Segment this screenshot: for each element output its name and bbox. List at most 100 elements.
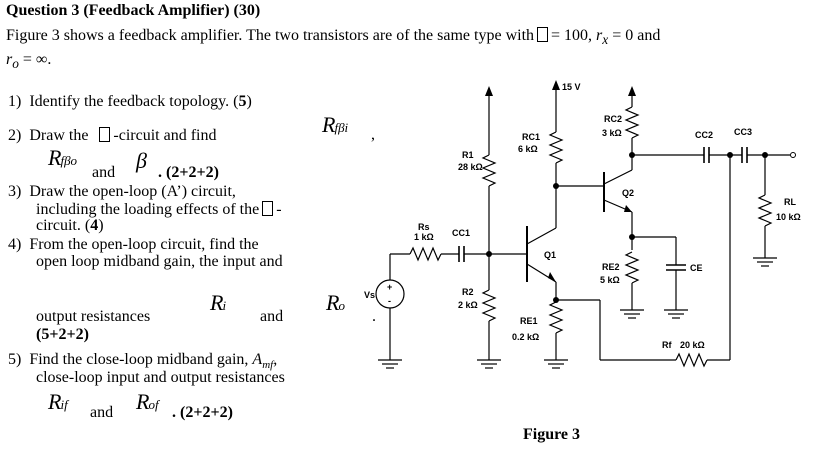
item-points: 5 [238, 93, 247, 110]
ro-out-symbol: Ro [326, 290, 345, 316]
item-2: 2) Draw the -circuit and find [8, 127, 217, 144]
r1-name: R1 [462, 150, 474, 160]
r-letter: R [326, 290, 339, 315]
r2-resistor [481, 289, 497, 322]
r-sub: fβo [60, 153, 78, 168]
r-sub: of [148, 397, 159, 412]
r2-name: R2 [462, 287, 474, 297]
node-dot [486, 251, 492, 257]
q1-label: Q1 [544, 250, 556, 260]
rx-symbol: r [596, 27, 603, 44]
vs-minus: - [388, 296, 391, 306]
node-dot [553, 297, 559, 303]
rs-name: Rs [418, 222, 430, 232]
rx-value: = 0 and [612, 27, 661, 44]
item-number: 2) [8, 127, 22, 144]
q1-collector-lead [526, 227, 557, 245]
item-points: . (2+2+2) [172, 404, 233, 421]
r-letter: R [48, 145, 61, 170]
intro-text-a: Figure 3 shows a feedback amplifier. The… [6, 27, 535, 44]
node-dot [762, 152, 768, 158]
item-4-line1: 4) From the open-loop circuit, find the [8, 237, 259, 253]
item-text-end: ) [246, 93, 252, 110]
intro-text-b: = 100, [551, 27, 593, 44]
rf-resistor [675, 352, 708, 368]
beta-placeholder-glyph [262, 201, 274, 216]
ground-symbols [378, 257, 777, 369]
ro-value: = ∞. [22, 51, 52, 69]
output-terminal [790, 152, 796, 158]
question-intro: Figure 3 shows a feedback amplifier. The… [6, 26, 821, 74]
vcc-arrow [552, 80, 560, 90]
beta-placeholder-glyph [99, 127, 111, 142]
r2-value: 2 kΩ [458, 300, 478, 310]
rc1-name: RC1 [522, 132, 540, 142]
re2-value: 5 kΩ [600, 275, 620, 285]
rf-name: Rf [662, 340, 672, 350]
item-text: Find the close-loop midband gain, [29, 351, 249, 368]
item-text: Draw the open-loop (A’) circuit, [29, 183, 236, 200]
cc3-label: CC3 [734, 127, 752, 137]
item-text: From the open-loop circuit, find the [29, 236, 259, 253]
ro-symbol: r [6, 51, 13, 69]
re2-name: RE2 [602, 262, 620, 272]
r-sub: i [222, 298, 227, 313]
r1-value: 28 kΩ [458, 162, 483, 172]
r1-resistor [481, 154, 497, 187]
rfbi-symbol: Rfβi [322, 112, 348, 138]
item-number: 1) [8, 93, 22, 110]
q1-emitter-arrow [548, 272, 556, 282]
rof-symbol: Rof [136, 389, 159, 415]
q2-collector-lead [603, 169, 633, 185]
r-sub: fβi [334, 120, 349, 135]
r-sub: if [60, 397, 68, 412]
rl-resistor [757, 194, 773, 227]
r1-supply-arrow [485, 86, 493, 96]
rl-value: 10 kΩ [776, 212, 801, 222]
hyphen: - [276, 201, 282, 218]
ce-label: CE [690, 263, 703, 273]
beta-symbol: β [136, 148, 147, 173]
question-title: Question 3 (Feedback Amplifier) (30) [6, 2, 261, 19]
item-5-line1: 5) Find the close-loop midband gain, Amf… [8, 352, 277, 373]
item-text: -circuit and find [113, 127, 217, 144]
item-text-end: ) [98, 217, 104, 234]
comma: , [371, 126, 375, 143]
item-points: (5+2+2) [36, 326, 89, 343]
ri-symbol: Ri [210, 290, 226, 316]
comma: , [273, 351, 278, 368]
rl-name: RL [784, 197, 796, 207]
q2-label: Q2 [622, 188, 634, 198]
vcc-label: 15 V [562, 82, 581, 92]
item-points: 4 [90, 217, 99, 234]
and-text: and [92, 164, 116, 181]
re1-value: 0.2 kΩ [512, 332, 539, 342]
rc2-resistor [624, 106, 640, 139]
item-4-output: output resistances [36, 308, 151, 325]
item-5-line2: close-loop input and output resistances [36, 369, 285, 386]
rx-sub: x [602, 32, 609, 48]
rc2-value: 3 kΩ [602, 128, 622, 138]
r-letter: R [322, 112, 335, 137]
item-text: including the loading effects of the [36, 201, 260, 218]
item-text: Identify the feedback topology. ( [29, 93, 239, 110]
r-letter: R [210, 290, 223, 315]
rs-resistor [409, 246, 442, 262]
r-letter: R [136, 389, 149, 414]
beta-placeholder-glyph [537, 27, 549, 42]
rif-symbol: Rif [48, 389, 68, 415]
and-text: and [260, 308, 284, 325]
item-3-line2: including the loading effects of the- [36, 201, 282, 218]
cc1-label: CC1 [452, 228, 470, 238]
ro-sub: o [12, 56, 19, 72]
item-text: circuit. ( [36, 217, 91, 234]
node-dot [727, 152, 733, 158]
vs-plus: + [387, 282, 392, 292]
item-3-line1: 3) Draw the open-loop (A’) circuit, [8, 184, 236, 200]
amf-sub: mf [262, 359, 274, 372]
cc2-label: CC2 [695, 130, 713, 140]
item-number: 5) [8, 351, 22, 368]
rfbo-symbol: Rfβo [48, 145, 77, 171]
r-sub: o [338, 298, 345, 313]
vs-label: Vs [364, 290, 375, 300]
